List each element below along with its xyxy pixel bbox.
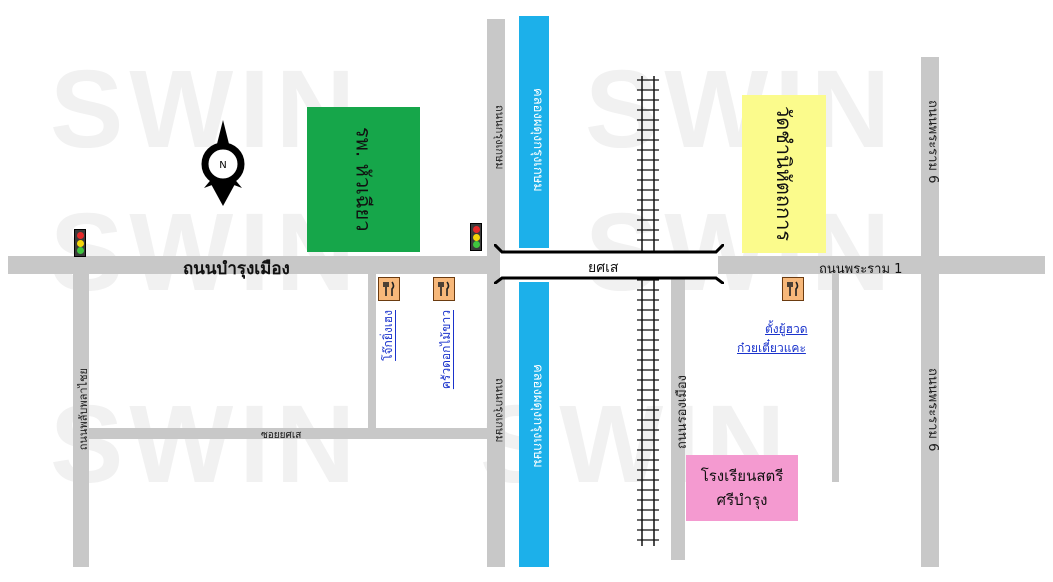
canal-label-bottom: คลองผดุงกรุงเกษม bbox=[530, 364, 545, 468]
fork-knife-icon[interactable] bbox=[378, 277, 400, 301]
road-label-rama6-bottom: ถนนพระราม 6 bbox=[925, 368, 940, 452]
road-rama6 bbox=[921, 57, 939, 567]
canal-label-top: คลองผดุงกรุงเกษม bbox=[530, 88, 545, 192]
restaurant-link-khaokham[interactable]: ครัวดอกไม้ขาว bbox=[439, 310, 453, 390]
hospital-label: รพ. หัวเฉียว bbox=[351, 127, 376, 232]
place-temple[interactable]: วัดชำนิหัตถการ bbox=[742, 95, 826, 253]
school-label-line2: ศรีบำรุง bbox=[716, 491, 768, 509]
road-side-lane bbox=[832, 274, 839, 482]
road-soi-yotse bbox=[89, 428, 487, 439]
temple-label: วัดชำนิหัตถการ bbox=[772, 106, 796, 242]
north-compass-icon: N bbox=[201, 120, 245, 206]
road-label-rong-muang: ถนนรองเมือง bbox=[675, 375, 690, 449]
road-label-rama1: ถนนพระราม 1 bbox=[819, 262, 903, 277]
road-rong-muang bbox=[671, 274, 685, 560]
fork-knife-icon[interactable] bbox=[433, 277, 455, 301]
road-label-bamrung-muang: ถนนบำรุงเมือง bbox=[183, 259, 290, 279]
road-label-soi-yotse: ซอยยศเส bbox=[261, 430, 302, 441]
road-label-rama6-top: ถนนพระราม 6 bbox=[925, 100, 940, 184]
traffic-light-icon bbox=[470, 223, 482, 251]
place-school[interactable]: โรงเรียนสตรี ศรีบำรุง bbox=[686, 455, 798, 521]
restaurant-link-tang-yu-line2[interactable]: ก๋วยเตี๋ยวแคะ bbox=[737, 341, 806, 355]
road-phlapphla-chai bbox=[73, 274, 89, 567]
fork-knife-icon[interactable] bbox=[782, 277, 804, 301]
school-label-line1: โรงเรียนสตรี bbox=[700, 467, 784, 485]
traffic-light-icon bbox=[74, 229, 86, 257]
place-hospital[interactable]: รพ. หัวเฉียว bbox=[307, 107, 420, 252]
road-label-krung-kasem-bottom: ถนนกรุงเกษม bbox=[493, 378, 506, 443]
restaurant-link-jek-yong[interactable]: โจ๊กยิ่งเฮง bbox=[381, 310, 395, 361]
restaurant-link-tang-yu-line1[interactable]: ตั้งยู้ฮวด bbox=[765, 322, 808, 336]
watermark: SWIN bbox=[585, 48, 897, 171]
railway bbox=[637, 76, 659, 546]
road-label-phlapphla-chai: ถนนพลับพลาไชย bbox=[77, 368, 90, 451]
road-label-krung-kasem-top: ถนนกรุงเกษม bbox=[493, 105, 506, 170]
canal-top bbox=[519, 16, 549, 248]
canal-bottom bbox=[519, 282, 549, 567]
compass-label: N bbox=[219, 160, 226, 171]
bridge-label: ยศเส bbox=[588, 260, 619, 276]
road-krung-kasem bbox=[487, 19, 505, 567]
watermark: SWIN bbox=[50, 48, 362, 171]
bridge-yotse bbox=[494, 244, 724, 284]
watermark: SWIN bbox=[50, 383, 362, 506]
watermark: SWIN bbox=[50, 191, 362, 314]
road-soi-branch bbox=[368, 274, 376, 428]
